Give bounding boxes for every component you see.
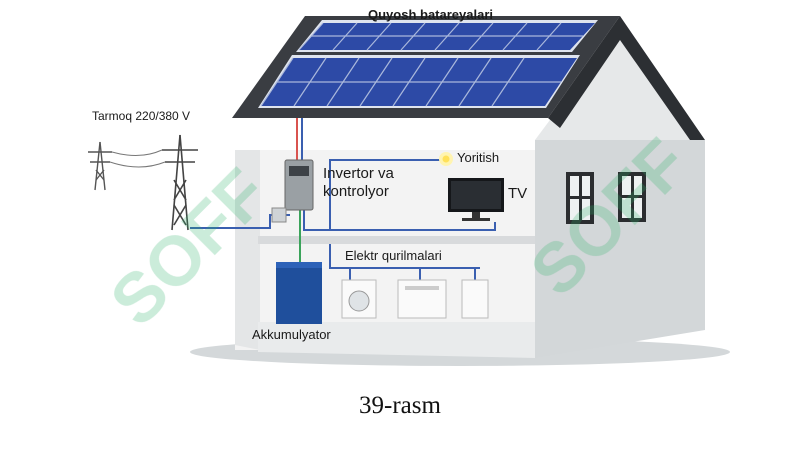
ground-floor-base	[258, 322, 535, 358]
figure-caption: 39-rasm	[359, 392, 441, 419]
grid-meter	[271, 207, 287, 223]
inverter-controller	[284, 159, 314, 211]
tv-label: TV	[508, 185, 528, 202]
wire-lighting	[329, 159, 440, 230]
inverter-label-line2: kontrolyor	[323, 183, 389, 200]
tv-icon	[448, 178, 504, 221]
appliance-icon	[397, 279, 447, 319]
side-window-2	[618, 172, 646, 222]
side-window-1	[566, 172, 594, 224]
inverter-label-line1: Invertor va	[323, 165, 394, 182]
washing-machine-icon	[341, 279, 377, 319]
battery	[276, 262, 322, 324]
appliances-label: Elektr qurilmalari	[345, 248, 442, 263]
power-line	[109, 161, 166, 168]
appliance-icon	[461, 279, 489, 319]
solar-panel-array	[258, 20, 598, 108]
lamp-icon	[439, 152, 453, 166]
lighting-label: Yoritish	[457, 150, 500, 165]
power-pylon-large	[162, 134, 198, 231]
power-line	[111, 149, 163, 156]
wire-appliances	[329, 244, 480, 269]
wire-tv	[303, 210, 496, 231]
house-gable	[535, 26, 705, 140]
house-front-edge	[235, 150, 260, 350]
battery-label: Akkumulyator	[252, 327, 331, 342]
interior-floor-slab	[258, 236, 535, 244]
solar-panels-label: Quyosh batareyalari	[368, 7, 493, 22]
roof-ridge-edge	[548, 16, 705, 140]
power-pylon-small	[88, 141, 112, 191]
grid-label: Tarmoq 220/380 V	[92, 109, 191, 123]
